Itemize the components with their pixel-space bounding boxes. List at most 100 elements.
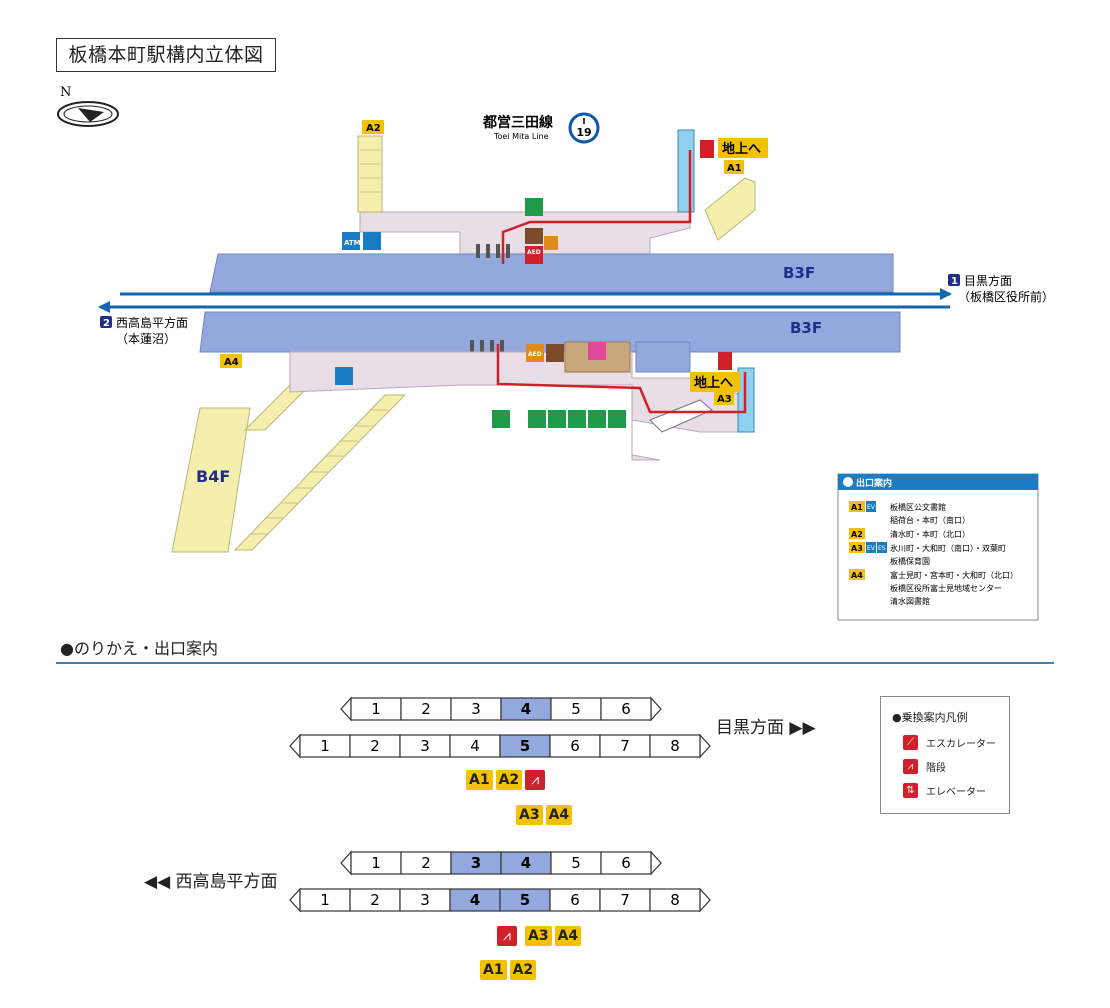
toilet-icons xyxy=(528,410,626,428)
car-number: 3 xyxy=(471,854,481,872)
east-direction-label: 目黒方面 ▶▶ xyxy=(716,718,816,738)
lower-platform-gates xyxy=(470,340,504,354)
ticket-machine-icon xyxy=(525,198,543,216)
car-cell xyxy=(649,734,701,758)
direction-east: 1 目黒方面 （板橋区役所前） xyxy=(948,273,1054,304)
upper-platform-label: B3F xyxy=(783,264,815,282)
svg-text:2: 2 xyxy=(103,318,110,329)
aed-icon xyxy=(525,246,543,264)
car-number: 3 xyxy=(471,700,481,718)
svg-text:清水図書館: 清水図書館 xyxy=(890,596,930,606)
car-number: 2 xyxy=(421,700,431,718)
transfer-legend: ●乗換案内凡例 ⟋エスカレーター ⩘階段 ⇅エレベーター xyxy=(880,696,1010,814)
west-exits-line1: ⩘ A3 A4 xyxy=(497,926,584,946)
car-number: 1 xyxy=(320,891,330,909)
a1-stairs xyxy=(704,177,756,241)
svg-text:1: 1 xyxy=(951,276,958,287)
coin-locker-icon xyxy=(363,232,381,250)
line-name-en: Toei Mita Line xyxy=(493,132,549,141)
lower-platform-label: B3F xyxy=(790,319,822,337)
svg-text:A4: A4 xyxy=(851,571,863,580)
station-diagram: N 都営三田線 Toei Mita Line I 19 B4F B3F xyxy=(57,85,1054,621)
car-number: 2 xyxy=(421,854,431,872)
compass-needle-icon xyxy=(78,108,104,122)
east-arrow-icon xyxy=(940,288,952,300)
car-cell xyxy=(649,888,701,912)
svg-text:氷川町・大和町（南口）・双葉町: 氷川町・大和町（南口）・双葉町 xyxy=(890,543,1006,553)
car-number: 4 xyxy=(521,700,531,718)
exit-guide-title: 出口案内 xyxy=(856,477,892,489)
stairs-icon: ⩘ xyxy=(525,770,546,790)
ostomate-icon xyxy=(588,410,606,428)
fare-adjust-icon xyxy=(544,236,558,250)
a4-exit-tag: A4 xyxy=(224,357,239,368)
car-number: 6 xyxy=(621,700,631,718)
car-number: 8 xyxy=(670,737,680,755)
car-number: 1 xyxy=(320,737,330,755)
car-end-right xyxy=(650,696,662,722)
svg-text:西高島平方面: 西高島平方面 xyxy=(116,315,188,330)
nursing-room-icon xyxy=(588,342,606,360)
multipurpose-toilet-icon xyxy=(608,410,626,428)
car-number: 6 xyxy=(570,737,580,755)
compass-label: N xyxy=(60,85,71,100)
upper-platform-gates xyxy=(476,244,510,258)
line-badge-number: 19 xyxy=(576,126,591,139)
a3-elevator-icon xyxy=(718,352,732,370)
legend-escalator: ⟋エスカレーター xyxy=(903,735,996,750)
car-number: 5 xyxy=(571,854,581,872)
a3-escalator xyxy=(649,399,713,433)
legend-title: ●乗換案内凡例 xyxy=(892,711,968,724)
car-number: 1 xyxy=(371,700,381,718)
car-end-right xyxy=(699,733,711,759)
car-end-right xyxy=(650,850,662,876)
a1-elevator-icon xyxy=(700,140,714,158)
car-number: 4 xyxy=(470,891,480,909)
a3-up-box xyxy=(690,372,740,392)
svg-text:板橋保育園: 板橋保育園 xyxy=(890,556,930,566)
west-exits-line2: A1 A2 xyxy=(480,960,539,980)
svg-text:EV: EV xyxy=(867,504,876,511)
car-number: 1 xyxy=(371,854,381,872)
aed-lower-icon xyxy=(526,344,544,362)
exit-arrow-icon xyxy=(843,477,853,487)
lower-platform xyxy=(199,311,901,353)
svg-text:目黒方面: 目黒方面 xyxy=(964,273,1012,288)
line-badge-letter: I xyxy=(583,117,586,126)
car-end-left xyxy=(340,850,352,876)
car-number: 2 xyxy=(370,737,380,755)
direction-west: 2 西高島平方面 （本蓮沼） xyxy=(100,315,188,346)
page-title: 板橋本町駅構内立体図 xyxy=(56,38,276,72)
svg-text:板橋区役所富士見地域センター: 板橋区役所富士見地域センター xyxy=(890,583,1002,593)
upper-platform xyxy=(209,253,894,293)
escalator-icon: ⟋ xyxy=(903,735,918,750)
svg-text:A3: A3 xyxy=(851,544,863,553)
a3-up-label: 地上へ xyxy=(694,375,733,391)
svg-text:清水町・本町（北口）: 清水町・本町（北口） xyxy=(890,529,970,539)
stairs-icon: ⩘ xyxy=(903,759,918,774)
station-staff-lower-icon xyxy=(546,344,564,362)
car-end-left xyxy=(289,733,301,759)
route-a3 xyxy=(496,344,747,414)
car-cell xyxy=(600,851,652,875)
svg-text:ES: ES xyxy=(878,545,886,552)
west-arrow-icon xyxy=(98,301,110,313)
car-number: 3 xyxy=(420,891,430,909)
car-number: 5 xyxy=(520,891,530,909)
a1-exit-tag: A1 xyxy=(727,163,742,174)
legend-elevator: ⇅エレベーター xyxy=(903,783,986,798)
car-number: 6 xyxy=(570,891,580,909)
line-name: 都営三田線 xyxy=(482,114,553,131)
b4f-floor xyxy=(171,407,251,553)
section-divider xyxy=(56,662,1054,664)
station-staff-icon xyxy=(525,228,543,244)
compass: N xyxy=(57,85,119,127)
